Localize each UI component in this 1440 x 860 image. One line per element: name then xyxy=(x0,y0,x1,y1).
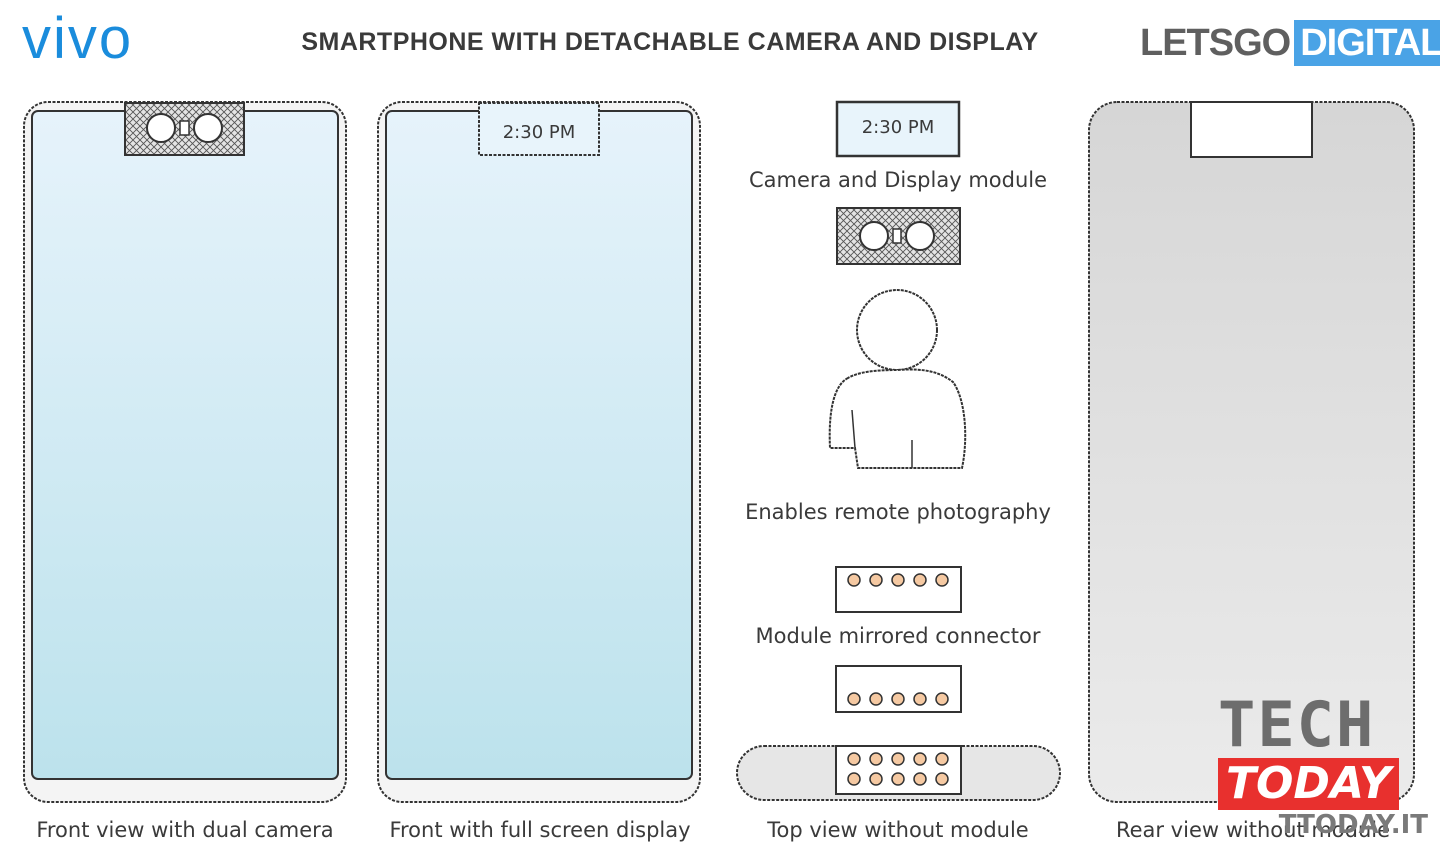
connector-pin-icon xyxy=(847,692,861,706)
connector-pin-icon xyxy=(935,692,949,706)
watermark-line3: TTODAY.IT xyxy=(1278,810,1428,840)
phone-rear-view xyxy=(1088,101,1415,803)
connector-pin-icon xyxy=(891,573,905,587)
person-icon xyxy=(828,289,967,469)
watermark-line1: TECH xyxy=(1218,688,1376,761)
dual-camera-module xyxy=(124,102,245,156)
connector-pin-icon xyxy=(869,692,883,706)
letsgodigital-logo-part1: LETSGO xyxy=(1140,22,1291,64)
top-view-caption: Top view without module xyxy=(767,818,1029,842)
remote-caption: Enables remote photography xyxy=(745,500,1051,524)
page-title: SMARTPHONE WITH DETACHABLE CAMERA AND DI… xyxy=(301,28,1039,56)
phone-front-full-screen xyxy=(377,101,701,803)
connector-pin-icon xyxy=(935,573,949,587)
connector-pin-icon xyxy=(847,752,861,766)
front-display-caption: Front with full screen display xyxy=(389,818,691,842)
rear-view-caption: Rear view without module xyxy=(1115,818,1391,842)
connector-pin-icon xyxy=(847,772,861,786)
connector-pin-icon xyxy=(869,772,883,786)
connector-pin-icon xyxy=(891,752,905,766)
phone-front-dual-camera xyxy=(23,101,347,803)
connector-pin-icon xyxy=(847,573,861,587)
connector-pin-icon xyxy=(935,752,949,766)
camera-display-module-front xyxy=(835,100,961,158)
connector-pin-icon xyxy=(913,692,927,706)
vivo-logo-text: vivo xyxy=(22,10,133,66)
phone-connector xyxy=(835,665,962,713)
front-camera-caption: Front view with dual camera xyxy=(36,818,334,842)
camera-lens-icon xyxy=(146,113,176,143)
camera-sensor-icon xyxy=(892,228,902,244)
watermark-line2: TODAY xyxy=(1218,758,1399,810)
connector-pin-icon xyxy=(913,772,927,786)
techtoday-watermark: TECH TODAY TTODAY.IT xyxy=(1218,692,1428,852)
clock-text: 2:30 PM xyxy=(502,122,576,143)
camera-lens-icon xyxy=(905,221,935,251)
module-connector xyxy=(835,566,962,613)
module-caption: Camera and Display module xyxy=(748,168,1048,192)
module-clock-text: 2:30 PM xyxy=(861,117,935,138)
camera-lens-icon xyxy=(193,113,223,143)
camera-lens-icon xyxy=(859,221,889,251)
phone-screen xyxy=(31,110,339,780)
connector-caption: Module mirrored connector xyxy=(755,624,1041,648)
connector-pin-icon xyxy=(891,692,905,706)
connector-pin-icon xyxy=(869,752,883,766)
connector-pin-icon xyxy=(913,752,927,766)
phone-screen xyxy=(385,110,693,780)
camera-sensor-icon xyxy=(179,120,190,136)
phone-top-view xyxy=(736,745,1061,801)
connector-pin-icon xyxy=(869,573,883,587)
letsgodigital-logo-part2: DIGITAL xyxy=(1294,20,1440,66)
connector-pin-icon xyxy=(935,772,949,786)
connector-pin-icon xyxy=(913,573,927,587)
letsgodigital-logo: LETSGO DIGITAL xyxy=(1140,20,1440,66)
connector-pin-icon xyxy=(891,772,905,786)
module-slot xyxy=(1190,101,1313,158)
camera-display-module-back xyxy=(836,207,961,265)
module-display xyxy=(478,102,600,156)
vivo-logo: vivo xyxy=(22,10,212,66)
